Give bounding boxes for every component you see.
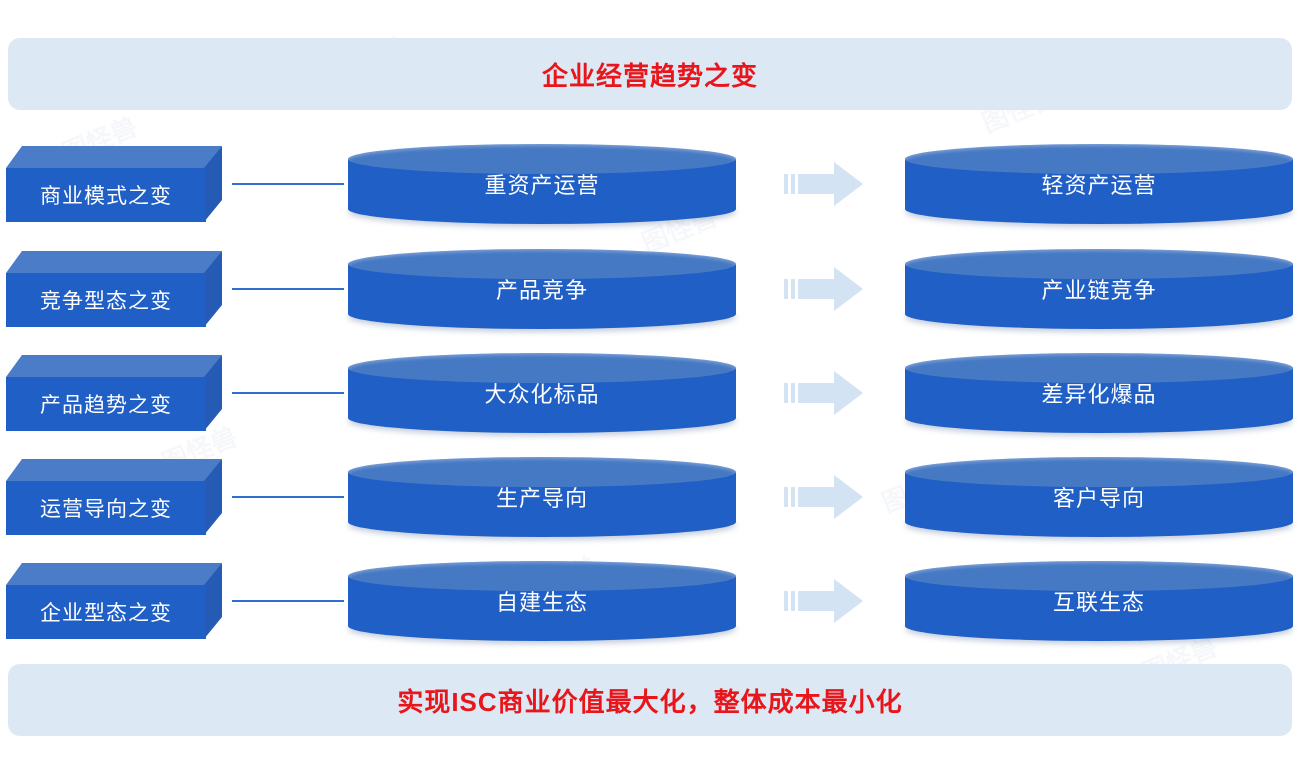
- cylinder-top: [348, 561, 736, 591]
- box-side-face: [204, 355, 222, 431]
- from-cylinder-0[interactable]: 重资产运营: [348, 144, 736, 224]
- to-cylinder-0[interactable]: 轻资产运营: [905, 144, 1293, 224]
- from-cylinder-2[interactable]: 大众化标品: [348, 353, 736, 433]
- arrow-right-icon: [784, 265, 864, 313]
- connector-line: [232, 288, 344, 290]
- from-label: 产品竞争: [495, 278, 588, 303]
- box-side-face: [204, 459, 222, 535]
- from-label: 生产导向: [495, 486, 588, 511]
- from-label: 大众化标品: [484, 382, 600, 407]
- page-title: 企业经营趋势之变: [541, 60, 758, 91]
- from-cylinder-4[interactable]: 自建生态: [348, 561, 736, 641]
- trend-row: 竞争型态之变 产品竞争 产业链竞争: [0, 243, 1300, 335]
- trend-row: 企业型态之变 自建生态 互联生态: [0, 555, 1300, 647]
- trend-row: 产品趋势之变 大众化标品 差异化爆品: [0, 347, 1300, 439]
- box-side-face: [204, 563, 222, 639]
- footer-title: 实现ISC商业价值最大化，整体成本最小化: [397, 686, 903, 717]
- footer-banner: 实现ISC商业价值最大化，整体成本最小化: [8, 664, 1292, 736]
- connector-line: [232, 496, 344, 498]
- box-top-face: [6, 355, 222, 377]
- from-cylinder-3[interactable]: 生产导向: [348, 457, 736, 537]
- box-front-face: 竞争型态之变: [6, 273, 206, 327]
- cylinder-top: [348, 144, 736, 174]
- box-side-face: [204, 146, 222, 222]
- to-cylinder-3[interactable]: 客户导向: [905, 457, 1293, 537]
- to-label: 客户导向: [1052, 486, 1145, 511]
- title-banner: 企业经营趋势之变: [8, 38, 1292, 110]
- cylinder-top: [905, 353, 1293, 383]
- box-top-face: [6, 563, 222, 585]
- connector-line: [232, 392, 344, 394]
- connector-line: [232, 600, 344, 602]
- category-box-4[interactable]: 企业型态之变: [6, 563, 222, 639]
- box-front-face: 商业模式之变: [6, 168, 206, 222]
- arrow-right-icon: [784, 473, 864, 521]
- cylinder-top: [348, 249, 736, 279]
- category-label: 产品趋势之变: [40, 394, 172, 417]
- box-front-face: 产品趋势之变: [6, 377, 206, 431]
- from-cylinder-1[interactable]: 产品竞争: [348, 249, 736, 329]
- to-cylinder-2[interactable]: 差异化爆品: [905, 353, 1293, 433]
- category-box-3[interactable]: 运营导向之变: [6, 459, 222, 535]
- category-box-0[interactable]: 商业模式之变: [6, 146, 222, 222]
- category-box-2[interactable]: 产品趋势之变: [6, 355, 222, 431]
- to-label: 互联生态: [1052, 590, 1145, 615]
- cylinder-top: [905, 561, 1293, 591]
- cylinder-top: [905, 144, 1293, 174]
- arrow-right-icon: [784, 577, 864, 625]
- box-side-face: [204, 251, 222, 327]
- to-cylinder-1[interactable]: 产业链竞争: [905, 249, 1293, 329]
- category-label: 运营导向之变: [40, 498, 172, 521]
- arrow-right-icon: [784, 160, 864, 208]
- from-label: 自建生态: [495, 590, 588, 615]
- trend-row: 商业模式之变 重资产运营 轻资产运营: [0, 138, 1300, 230]
- cylinder-top: [348, 457, 736, 487]
- trend-row: 运营导向之变 生产导向 客户导向: [0, 451, 1300, 543]
- category-label: 商业模式之变: [40, 185, 172, 208]
- category-label: 竞争型态之变: [40, 290, 172, 313]
- box-top-face: [6, 251, 222, 273]
- cylinder-top: [348, 353, 736, 383]
- box-front-face: 运营导向之变: [6, 481, 206, 535]
- arrow-right-icon: [784, 369, 864, 417]
- connector-line: [232, 183, 344, 185]
- to-label: 差异化爆品: [1041, 382, 1157, 407]
- to-label: 轻资产运营: [1041, 173, 1157, 198]
- box-top-face: [6, 146, 222, 168]
- from-label: 重资产运营: [484, 173, 600, 198]
- to-label: 产业链竞争: [1041, 278, 1157, 303]
- category-box-1[interactable]: 竞争型态之变: [6, 251, 222, 327]
- box-front-face: 企业型态之变: [6, 585, 206, 639]
- to-cylinder-4[interactable]: 互联生态: [905, 561, 1293, 641]
- cylinder-top: [905, 249, 1293, 279]
- cylinder-top: [905, 457, 1293, 487]
- box-top-face: [6, 459, 222, 481]
- category-label: 企业型态之变: [40, 602, 172, 625]
